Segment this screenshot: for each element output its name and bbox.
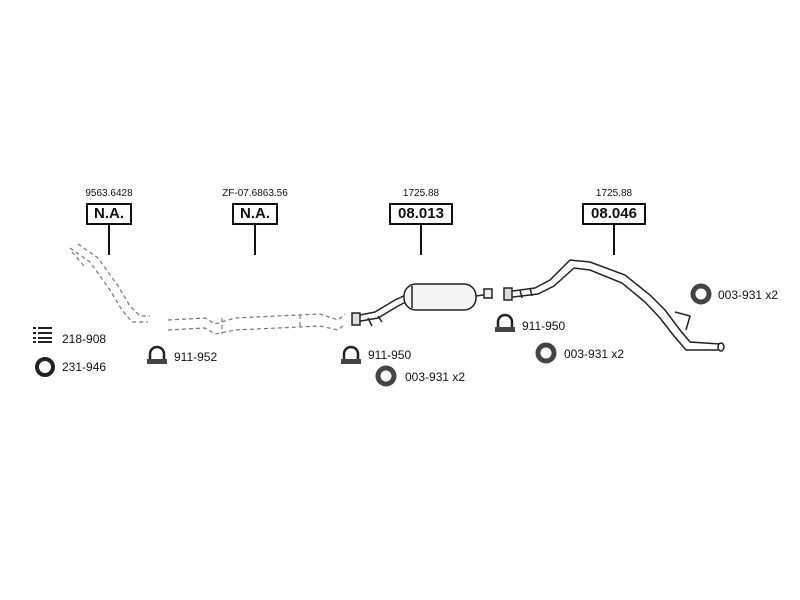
ring-003-931-label[interactable]: 003-931 x2 <box>405 370 466 384</box>
front-pipe-na-drawing <box>69 243 150 323</box>
part-1-ref: 9563.6428 <box>85 188 133 199</box>
catalyst-na-drawing <box>167 313 346 335</box>
u-clamp-icon <box>495 313 515 332</box>
ring-231-946-label[interactable]: 231-946 <box>62 360 107 374</box>
part-1-code-box[interactable]: N.A. <box>86 203 132 225</box>
tailpipe-08-046-drawing <box>503 259 725 352</box>
gasket-ring-icon <box>535 342 557 364</box>
gasket-ring-icon <box>375 365 397 387</box>
clamp-911-952-label[interactable]: 911-952 <box>174 350 218 364</box>
part-3-ref: 1725.88 <box>402 188 440 199</box>
u-clamp-icon <box>341 345 361 364</box>
gasket-ring-icon <box>690 283 712 305</box>
part-2-code-box[interactable]: N.A. <box>232 203 278 225</box>
part-4-ref: 1725.88 <box>595 188 633 199</box>
part-3-leader-line <box>420 225 422 255</box>
ring-003-931-label[interactable]: 003-931 x2 <box>718 288 779 302</box>
part-2-ref: ZF-07.6863.56 <box>222 188 288 199</box>
muffler-08-013-drawing <box>351 283 493 327</box>
ring-003-931-label[interactable]: 003-931 x2 <box>564 347 625 361</box>
mounting-kit-label[interactable]: 218-908 <box>62 332 107 346</box>
clamp-911-950-label[interactable]: 911-950 <box>522 319 566 333</box>
part-4-code-box[interactable]: 08.046 <box>582 203 646 225</box>
clamp-911-950-label[interactable]: 911-950 <box>368 348 412 362</box>
part-1-leader-line <box>108 225 110 255</box>
part-3-code-box[interactable]: 08.013 <box>389 203 453 225</box>
u-clamp-icon <box>147 345 167 364</box>
part-2-leader-line <box>254 225 256 255</box>
mounting-kit-icon <box>33 327 52 343</box>
part-4-leader-line <box>613 225 615 255</box>
gasket-ring-icon <box>35 357 55 377</box>
